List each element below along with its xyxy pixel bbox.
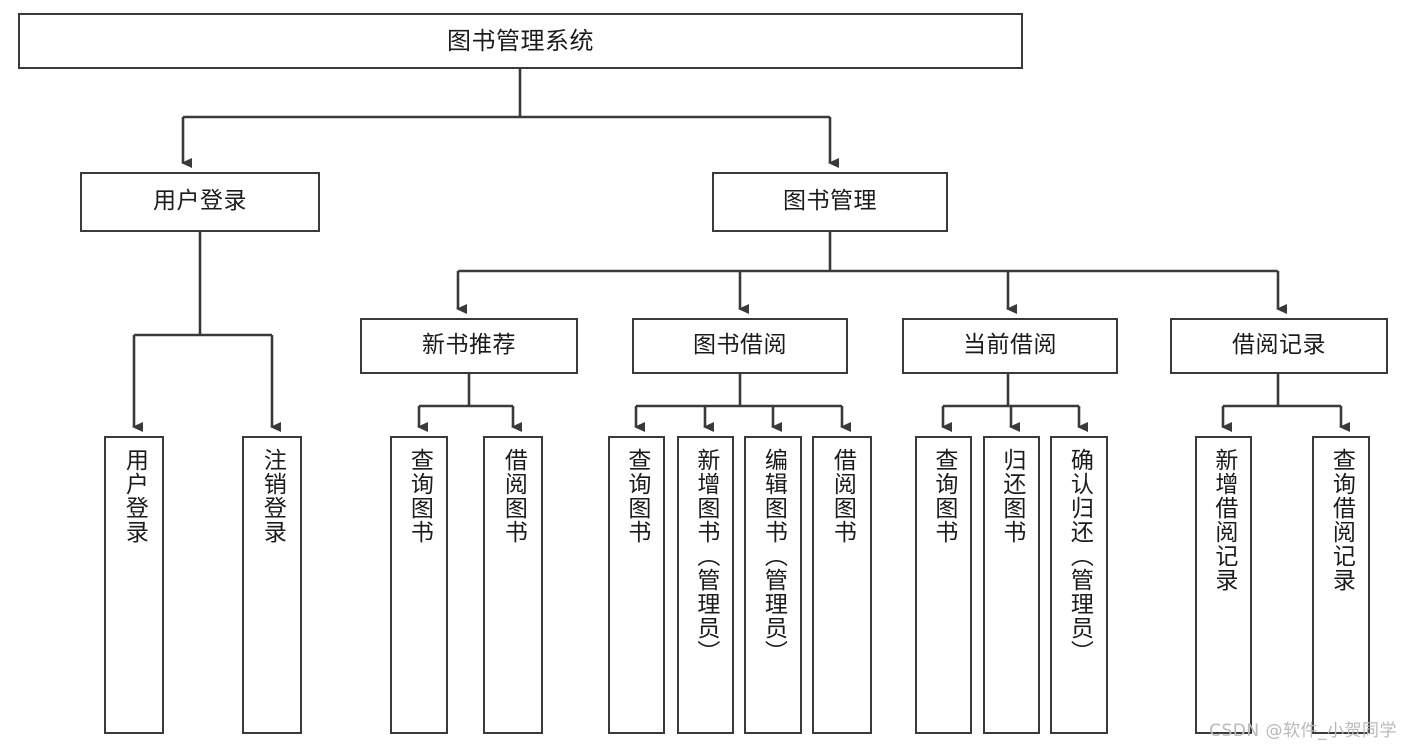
leaf-query-book-current[interactable]: 查询图书 bbox=[915, 436, 972, 734]
leaf-return-book[interactable]: 归还图书 bbox=[983, 436, 1040, 734]
node-borrow-record[interactable]: 借阅记录 bbox=[1170, 318, 1388, 374]
leaf-borrow-book-label: 借阅图书 bbox=[829, 448, 856, 544]
leaf-confirm-return-admin-label: 确认归还（管理员） bbox=[1066, 448, 1093, 664]
leaf-user-login[interactable]: 用户登录 bbox=[104, 436, 164, 734]
leaf-user-logout[interactable]: 注销登录 bbox=[242, 436, 302, 734]
leaf-query-book-current-label: 查询图书 bbox=[930, 448, 957, 544]
leaf-confirm-return-admin[interactable]: 确认归还（管理员） bbox=[1050, 436, 1108, 734]
watermark: CSDN @软件_小贺同学 bbox=[1209, 721, 1397, 741]
leaf-user-login-label: 用户登录 bbox=[121, 448, 148, 544]
leaf-return-book-label: 归还图书 bbox=[998, 448, 1025, 544]
leaf-query-book-rec-label: 查询图书 bbox=[406, 448, 433, 544]
leaf-query-borrow-record[interactable]: 查询借阅记录 bbox=[1312, 436, 1370, 734]
leaf-user-logout-label: 注销登录 bbox=[259, 448, 286, 544]
node-borrow-record-label: 借阅记录 bbox=[1232, 332, 1326, 359]
node-current-borrow-label: 当前借阅 bbox=[963, 332, 1057, 359]
node-book-management-label: 图书管理 bbox=[783, 188, 877, 215]
leaf-edit-book-admin[interactable]: 编辑图书（管理员） bbox=[744, 436, 802, 734]
node-new-book-recommend-label: 新书推荐 bbox=[422, 332, 516, 359]
node-new-book-recommend[interactable]: 新书推荐 bbox=[360, 318, 578, 374]
node-user-login[interactable]: 用户登录 bbox=[80, 172, 320, 232]
node-book-borrow[interactable]: 图书借阅 bbox=[632, 318, 848, 374]
leaf-add-borrow-record-label: 新增借阅记录 bbox=[1210, 448, 1237, 592]
node-root[interactable]: 图书管理系统 bbox=[18, 13, 1023, 69]
leaf-borrow-book-rec[interactable]: 借阅图书 bbox=[483, 436, 543, 734]
leaf-add-book-admin[interactable]: 新增图书（管理员） bbox=[677, 436, 734, 734]
leaf-borrow-book[interactable]: 借阅图书 bbox=[812, 436, 872, 734]
node-book-borrow-label: 图书借阅 bbox=[693, 332, 787, 359]
node-current-borrow[interactable]: 当前借阅 bbox=[902, 318, 1118, 374]
leaf-query-book-rec[interactable]: 查询图书 bbox=[390, 436, 448, 734]
leaf-borrow-book-rec-label: 借阅图书 bbox=[500, 448, 527, 544]
leaf-add-borrow-record[interactable]: 新增借阅记录 bbox=[1195, 436, 1252, 734]
node-root-label: 图书管理系统 bbox=[447, 26, 594, 55]
leaf-query-book-borrow-label: 查询图书 bbox=[623, 448, 650, 544]
leaf-edit-book-admin-label: 编辑图书（管理员） bbox=[760, 448, 787, 664]
node-book-management[interactable]: 图书管理 bbox=[712, 172, 948, 232]
node-user-login-label: 用户登录 bbox=[153, 188, 247, 215]
leaf-query-book-borrow[interactable]: 查询图书 bbox=[608, 436, 665, 734]
leaf-add-book-admin-label: 新增图书（管理员） bbox=[692, 448, 719, 664]
leaf-query-borrow-record-label: 查询借阅记录 bbox=[1328, 448, 1355, 592]
